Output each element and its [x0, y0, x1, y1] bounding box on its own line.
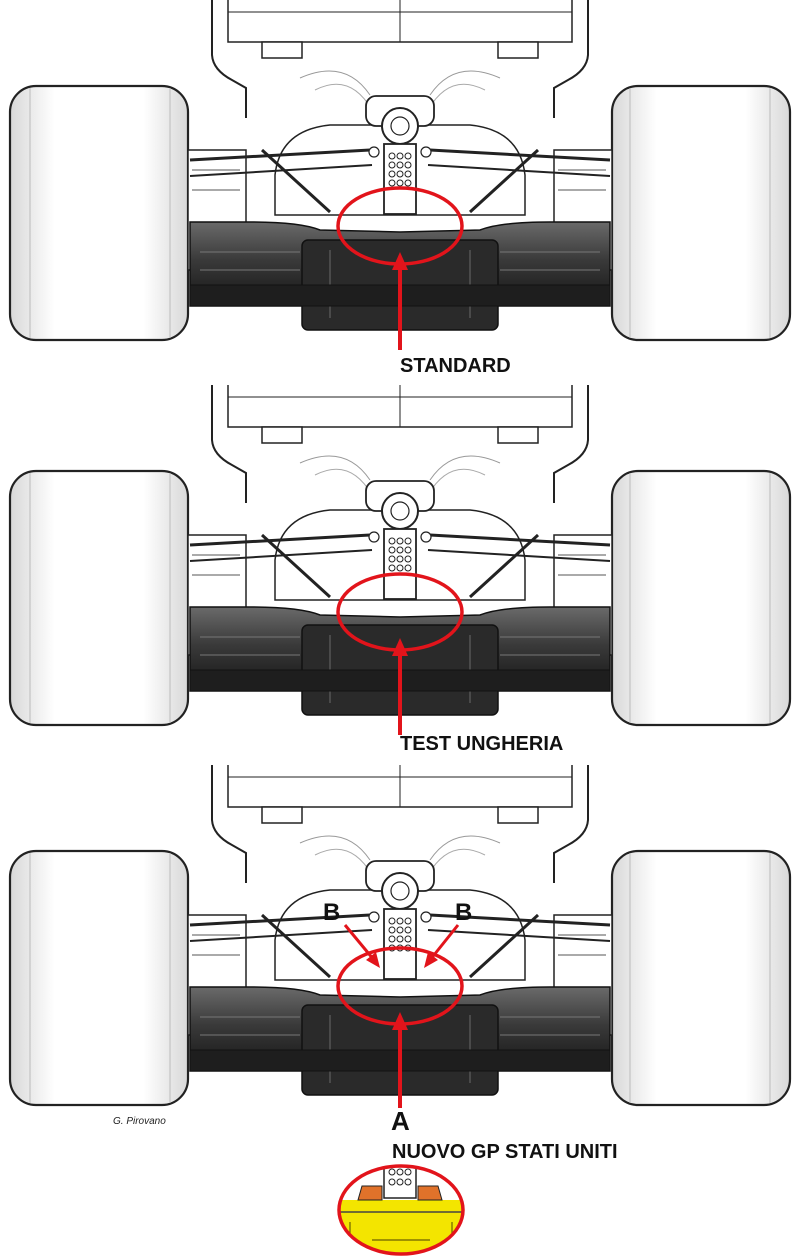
label-test: TEST UNGHERIA — [400, 733, 563, 755]
pointer-b-left — [343, 924, 376, 961]
label-new: NUOVO GP STATI UNITI — [392, 1141, 618, 1163]
car-rear-view-test: TEST UNGHERIA — [8, 383, 792, 755]
label-standard: STANDARD — [400, 355, 511, 377]
pointer-arrow-new — [392, 1012, 408, 1030]
pointer-b-right — [428, 924, 460, 961]
detail-inset — [337, 1164, 465, 1256]
inset-part-right — [417, 1185, 443, 1201]
marker-b-right: B — [455, 899, 472, 926]
pointer-arrow-standard — [392, 252, 408, 270]
author-credit: G. Pirovano — [113, 1116, 166, 1127]
marker-b-left: B — [323, 899, 340, 926]
pointer-arrow-test — [392, 638, 408, 656]
pointer-b-right-head — [424, 952, 438, 968]
car-rear-view-new: B B A NUOVO GP STATI UNITI — [8, 763, 792, 1163]
car-rear-view-standard: STANDARD — [8, 0, 792, 377]
inset-part-left — [357, 1185, 383, 1201]
marker-a: A — [391, 1106, 410, 1136]
pointer-b-left-head — [366, 952, 380, 968]
